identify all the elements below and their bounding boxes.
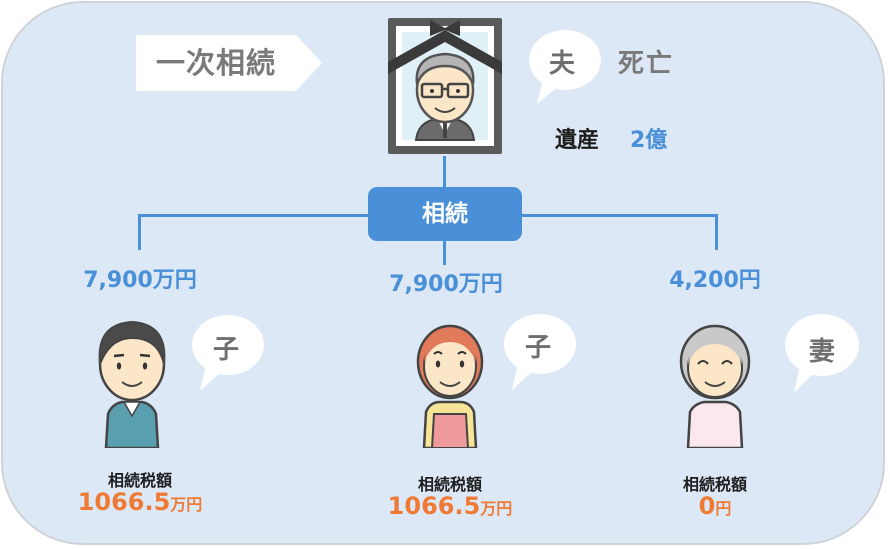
daughter-avatar-icon bbox=[416, 324, 484, 448]
deceased-portrait-icon bbox=[388, 18, 502, 154]
heir-2-tax-value: 1066.5万円 bbox=[370, 492, 530, 520]
heir-3-share: 4,200円 bbox=[669, 268, 761, 293]
heir-1-share: 7,900万円 bbox=[83, 268, 197, 293]
heir-1-tax-label: 相続税額 bbox=[107, 471, 172, 490]
stage-label: 一次相続 bbox=[155, 46, 276, 80]
connector-right-horizontal bbox=[522, 214, 718, 217]
heir-2-tax-label: 相続税額 bbox=[417, 475, 482, 494]
heir-3-tax-value: 0円 bbox=[640, 492, 790, 520]
connector-left-drop bbox=[138, 214, 141, 250]
connector-vertical-top bbox=[443, 156, 446, 187]
connector-center-drop bbox=[443, 241, 446, 265]
deceased-role: 夫 bbox=[548, 49, 575, 79]
heir-2-share: 7,900万円 bbox=[389, 272, 503, 297]
heir-2-tax-amount: 1066.5 bbox=[387, 492, 481, 520]
heir-3-tax-label: 相続税額 bbox=[682, 475, 747, 494]
heir-2-speech-bubble-icon bbox=[504, 314, 576, 390]
heir-1-tax-value: 1066.5万円 bbox=[60, 488, 220, 516]
deceased-speech-bubble-icon bbox=[529, 30, 601, 104]
heir-3-role: 妻 bbox=[808, 337, 835, 367]
heir-3-speech-bubble-icon bbox=[785, 314, 859, 393]
connector-right-drop bbox=[715, 214, 718, 250]
heir-1-role: 子 bbox=[212, 335, 239, 365]
heir-3-tax-amount: 0 bbox=[698, 492, 716, 520]
heir-3-tax-unit: 円 bbox=[715, 499, 732, 518]
heir-1-speech-bubble-icon bbox=[192, 315, 264, 391]
heir-2-role: 子 bbox=[524, 333, 551, 363]
wife-avatar-icon bbox=[679, 324, 751, 448]
stage-arrow-tag bbox=[136, 35, 322, 91]
deceased-status: 死亡 bbox=[618, 49, 675, 79]
heir-1-tax-unit: 万円 bbox=[170, 495, 203, 514]
son-avatar-icon bbox=[98, 320, 166, 448]
heir-2-tax-unit: 万円 bbox=[480, 499, 513, 518]
estate-label: 遺産 bbox=[555, 128, 600, 153]
heir-1-tax-amount: 1066.5 bbox=[77, 488, 171, 516]
connector-left-horizontal bbox=[138, 214, 368, 217]
inheritance-node: 相続 bbox=[368, 187, 522, 241]
estate-value: 2億 bbox=[630, 128, 668, 153]
